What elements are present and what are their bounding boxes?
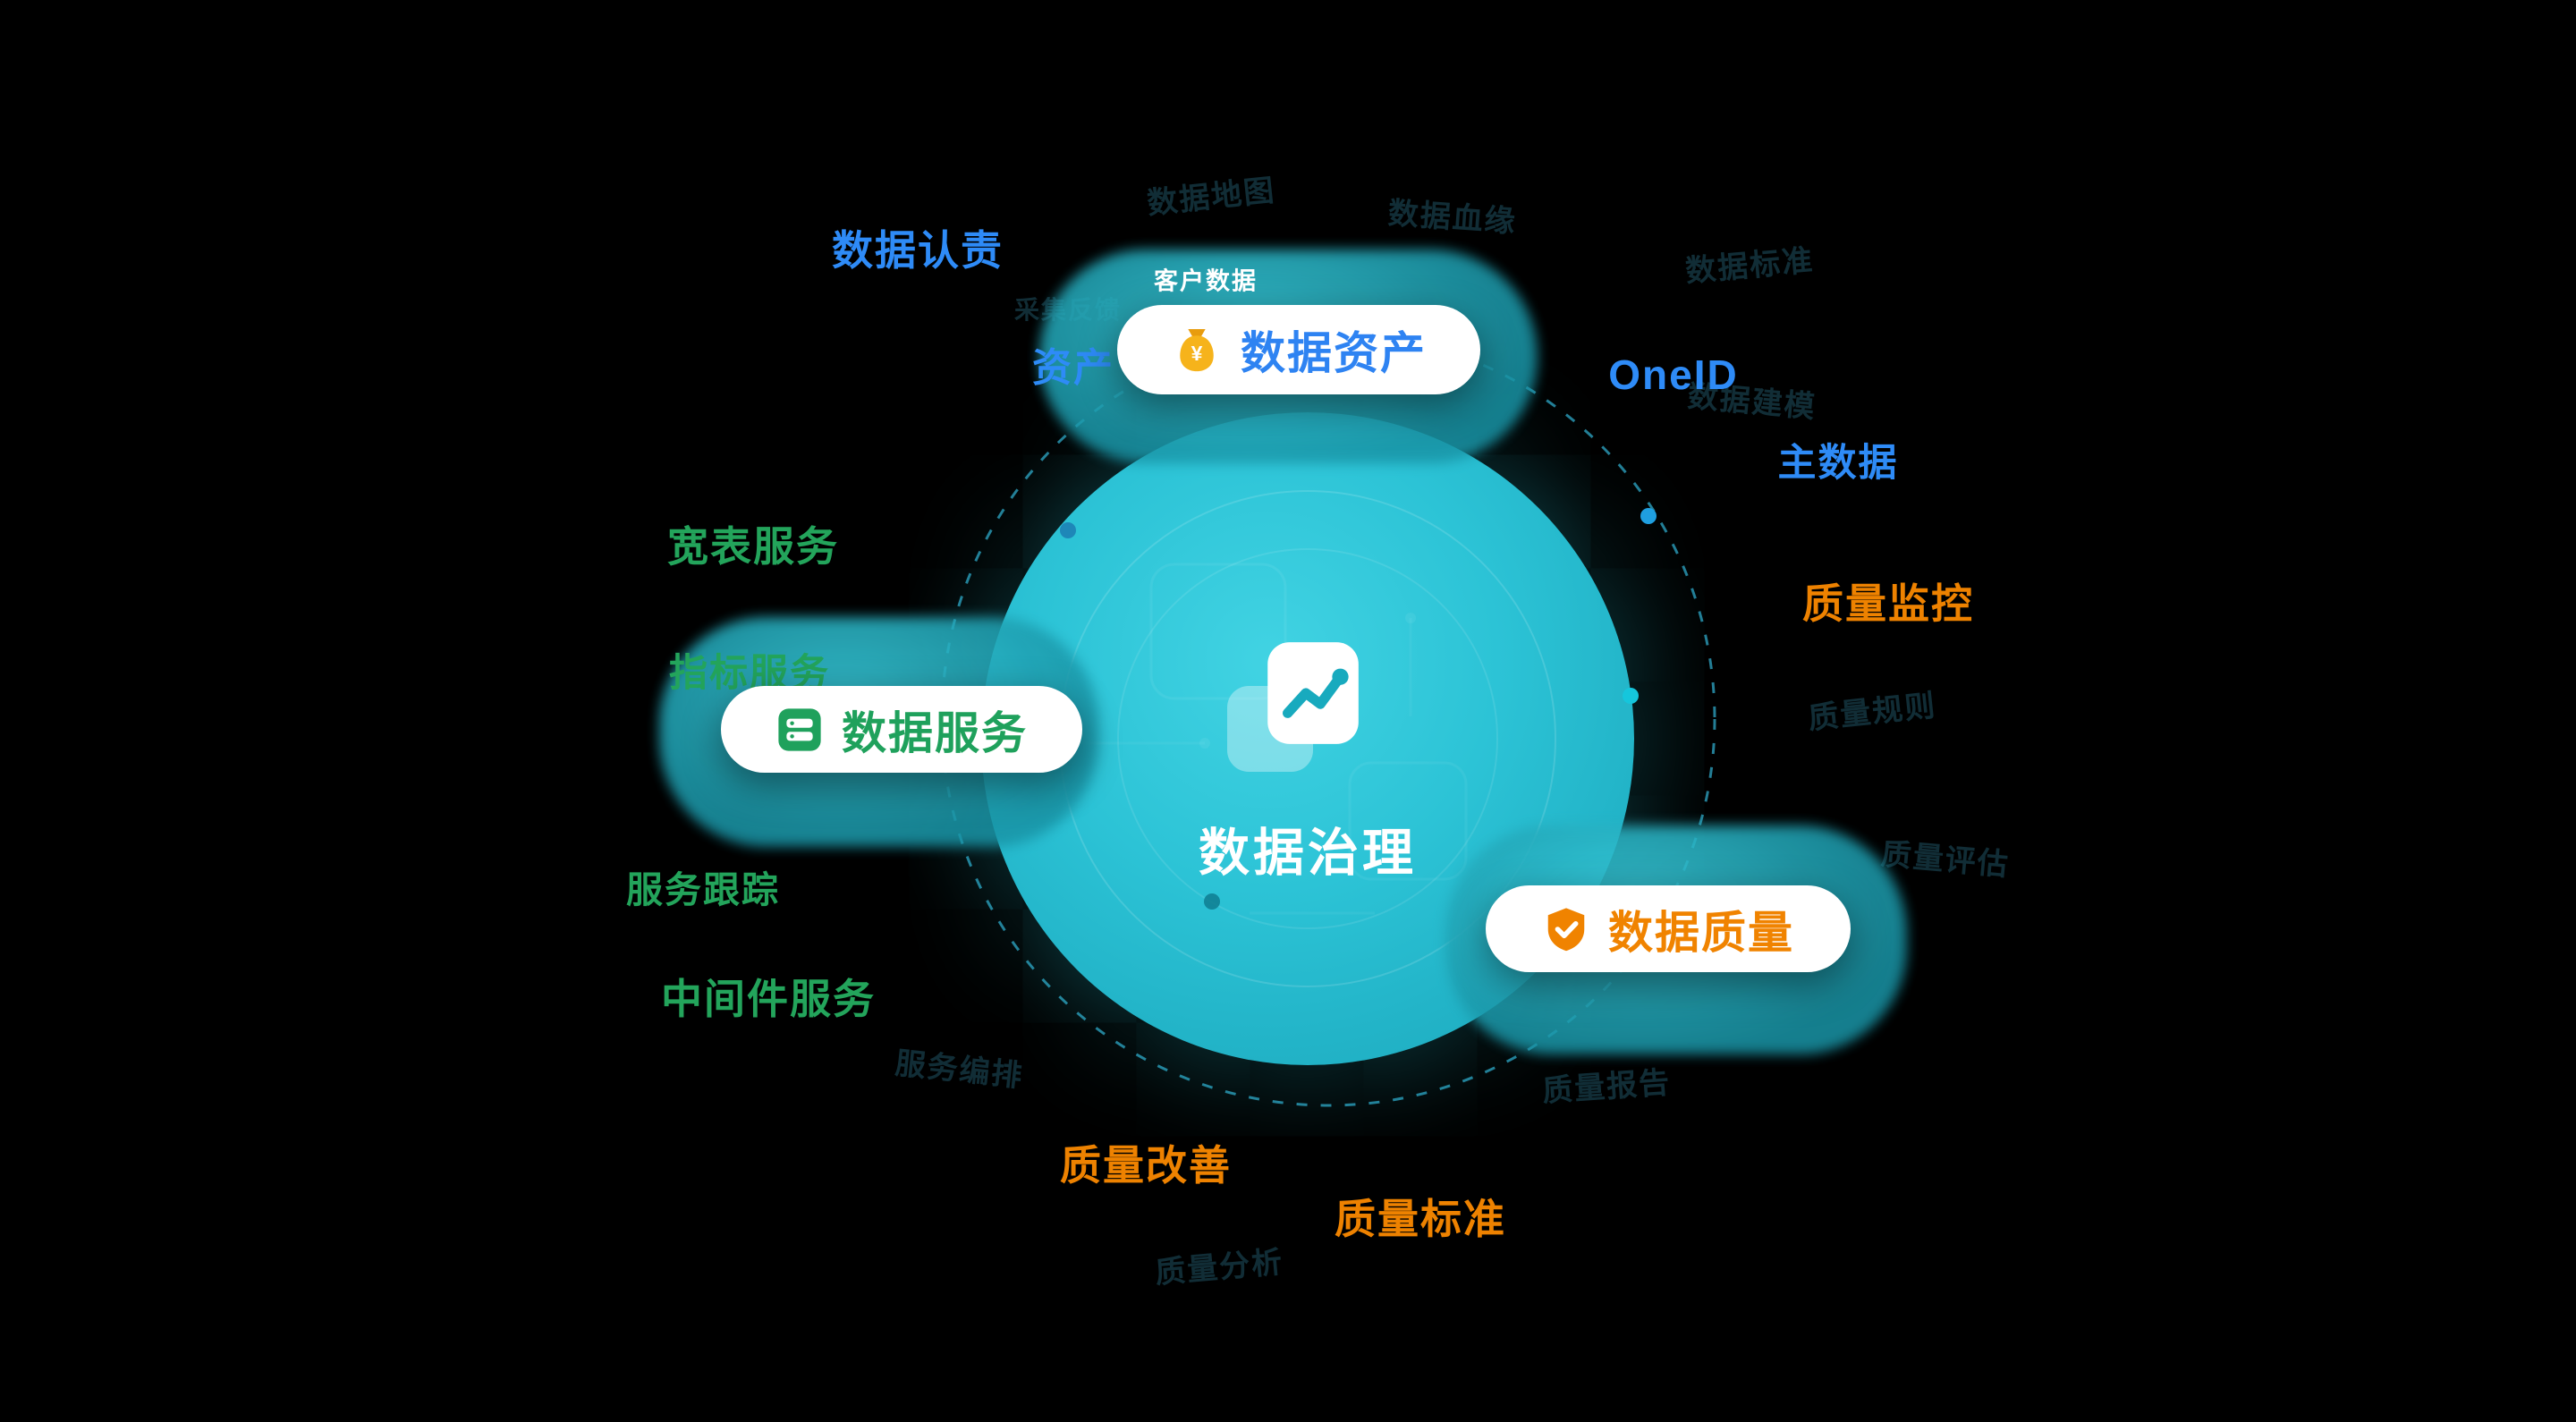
label-oneid: OneID: [1608, 351, 1739, 398]
badge-label: 数据资产: [1241, 328, 1427, 378]
label-wide-table-service: 宽表服务: [667, 523, 839, 570]
label-data-accountability: 数据认责: [832, 227, 1004, 274]
label-asset: 资产: [1032, 346, 1114, 390]
badge-label: 数据质量: [1608, 907, 1794, 958]
orbit-dot: [1204, 893, 1220, 910]
orbit-dot: [1640, 508, 1657, 524]
money-bag-icon: ¥: [1180, 329, 1214, 372]
label-service-tracking: 服务跟踪: [626, 869, 780, 910]
label-master-data: 主数据: [1777, 442, 1899, 485]
label-quality-monitoring: 质量监控: [1802, 580, 1974, 627]
inner-ring: [1117, 548, 1498, 929]
badge-data-assets: ¥ 数据资产: [1117, 305, 1480, 394]
chart-document-icon: [1267, 642, 1359, 744]
badge-data-services: 数据服务: [721, 686, 1082, 773]
badge-label: 数据服务: [842, 707, 1028, 758]
label-quality-improvement: 质量改善: [1060, 1142, 1232, 1189]
circuit-pattern-decoration: [1080, 563, 1468, 915]
label-middleware-service: 中间件服务: [661, 976, 876, 1022]
orbit-dot: [1623, 688, 1639, 704]
diagram-center-title: 数据治理: [1199, 825, 1417, 882]
badge-data-quality: 数据质量: [1486, 885, 1851, 972]
orbit-dot: [1060, 522, 1076, 538]
customer-data-tag: 客户数据: [1154, 267, 1258, 295]
label-quality-standard: 质量标准: [1335, 1196, 1506, 1242]
shield-check-icon: [1547, 907, 1585, 951]
svg-text:¥: ¥: [1191, 342, 1203, 365]
database-card-icon: [778, 707, 821, 751]
